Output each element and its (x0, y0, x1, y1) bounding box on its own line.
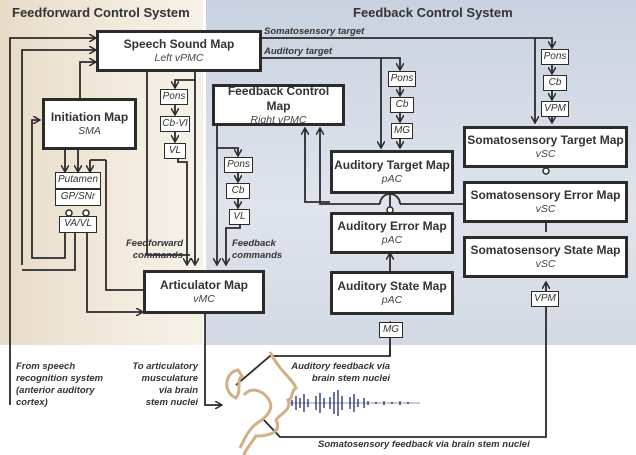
to-line3: via brain (158, 385, 198, 396)
articulator-map: Articulator Map vMC (143, 270, 265, 314)
state-mg-box: MG (379, 322, 403, 338)
feedback-commands-label: Feedback commands (232, 238, 282, 262)
fb-label-line2: commands (232, 250, 283, 261)
articulator-map-title: Articulator Map (159, 278, 248, 292)
feedforward-title: Feedforward Control System (12, 5, 190, 20)
som-pons-box: Pons (541, 49, 569, 65)
somatosensory-error-map-title: Somatosensory Error Map (470, 188, 621, 202)
to-line1: To articulatory (132, 361, 198, 372)
ff-vl-box: VL (164, 143, 186, 159)
putamen-box: Putamen (55, 172, 101, 189)
speech-sound-map: Speech Sound Map Left vPMC (96, 30, 262, 72)
auditory-target-label: Auditory target (264, 46, 333, 57)
auditory-error-map: Auditory Error Map pAC (330, 212, 454, 254)
somatosensory-target-map: Somatosensory Target Map vSC (463, 126, 628, 168)
auditory-target-map-region: pAC (381, 173, 403, 185)
vavl-box: VA/VL (59, 216, 97, 233)
ff-label-line2: commands (132, 250, 183, 261)
waveform-icon (290, 390, 420, 416)
auditory-feedback-label: Auditory feedback via brain stem nuclei (280, 361, 390, 385)
fb-cb-box: Cb (226, 183, 250, 199)
somatosensory-error-map-region: vSC (535, 203, 556, 215)
to-line4: stem nuclei (145, 397, 198, 408)
from-line2: recognition system (16, 373, 104, 384)
somatosensory-target-label: Somatosensory target (264, 26, 365, 37)
from-line1: From speech (16, 361, 76, 372)
somatosensory-target-map-region: vSC (535, 148, 556, 160)
somatosensory-target-map-title: Somatosensory Target Map (467, 133, 624, 147)
aud-mg-box: MG (391, 123, 413, 139)
auditory-state-map-title: Auditory State Map (337, 279, 447, 293)
auditory-error-map-title: Auditory Error Map (337, 219, 447, 233)
feedback-title: Feedback Control System (353, 5, 513, 20)
feedback-control-map: Feedback Control Map Right vPMC (212, 84, 345, 126)
head-icon (225, 351, 298, 455)
feedback-control-map-title: Feedback Control Map (227, 83, 330, 113)
speech-sound-map-title: Speech Sound Map (123, 37, 235, 51)
fb-label-line1: Feedback (232, 238, 276, 249)
to-articulatory-label: To articulatory musculature via brain st… (120, 361, 198, 409)
feedforward-commands-label: Feedforward commands (110, 238, 183, 262)
auditory-state-map-region: pAC (381, 294, 403, 306)
from-speech-recognition-label: From speech recognition system (anterior… (16, 361, 103, 409)
ff-cb-box: Cb-VI (160, 116, 190, 132)
somatosensory-state-map-region: vSC (535, 258, 556, 270)
auditory-target-map-title: Auditory Target Map (334, 158, 450, 172)
auditory-error-map-region: pAC (381, 234, 403, 246)
fb-pons-box: Pons (224, 157, 253, 173)
ff-label-line1: Feedforward (125, 238, 183, 249)
aud-fb-line1: Auditory feedback via (291, 361, 390, 372)
auditory-state-map: Auditory State Map pAC (330, 271, 454, 315)
ff-pons-box: Pons (160, 89, 188, 105)
fb-vl-box: VL (229, 209, 250, 225)
to-line2: musculature (141, 373, 199, 384)
somatosensory-feedback-label: Somatosensory feedback via brain stem nu… (318, 439, 530, 450)
somatosensory-state-map: Somatosensory State Map vSC (463, 236, 628, 278)
feedback-control-map-region: Right vPMC (250, 113, 307, 126)
aud-cb-box: Cb (390, 97, 414, 113)
auditory-target-map: Auditory Target Map pAC (330, 150, 454, 194)
state-vpm-box: VPM (531, 291, 559, 307)
initiation-map: Initiation Map SMA (42, 98, 137, 150)
from-line3: (anterior auditory (16, 385, 95, 396)
som-cb-box: Cb (543, 75, 567, 91)
articulator-map-region: vMC (193, 293, 215, 305)
initiation-map-title: Initiation Map (50, 110, 129, 124)
initiation-map-region: SMA (78, 125, 101, 137)
speech-sound-map-region: Left vPMC (154, 52, 204, 64)
somatosensory-state-map-title: Somatosensory State Map (470, 243, 621, 257)
som-vpm-box: VPM (541, 101, 569, 117)
aud-fb-line2: brain stem nuclei (311, 373, 390, 384)
somatosensory-error-map: Somatosensory Error Map vSC (463, 181, 628, 223)
from-line4: cortex) (16, 397, 48, 408)
aud-pons-box: Pons (388, 71, 416, 87)
gpsnr-box: GP/SNr (55, 189, 101, 206)
